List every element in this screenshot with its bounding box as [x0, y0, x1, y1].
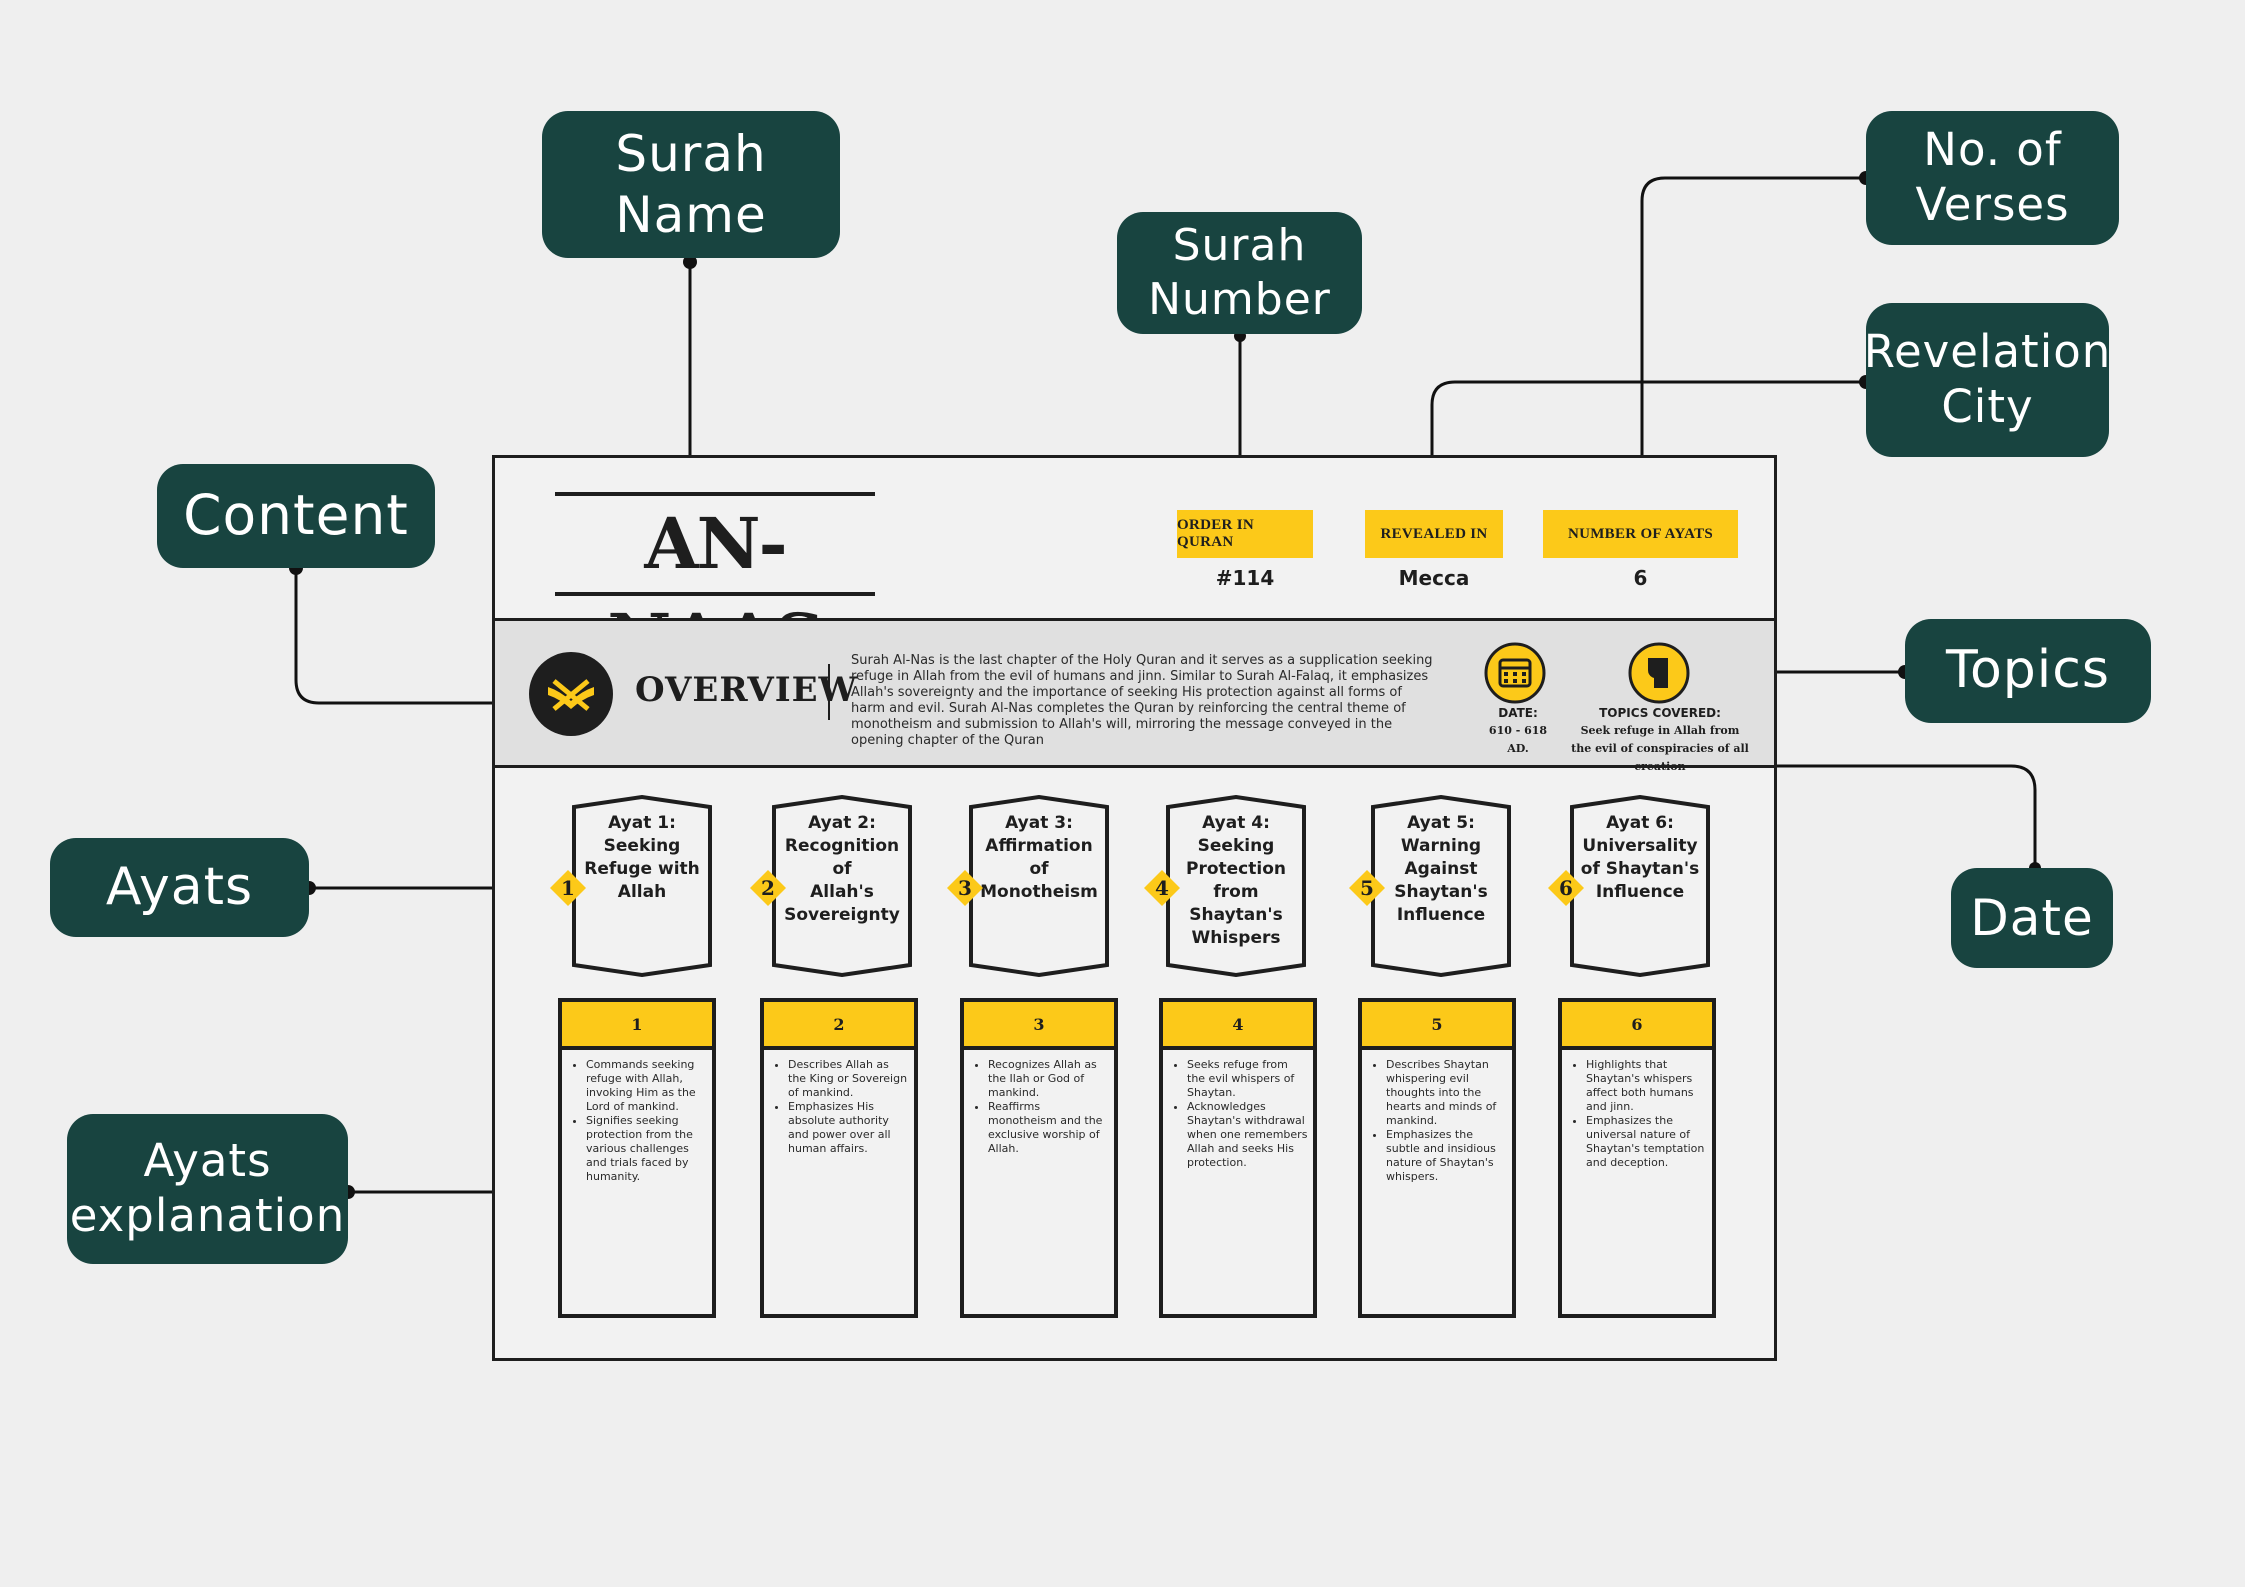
- ayat-explanation-box-3: 3Recognizes Allah as the Ilah or God of …: [960, 998, 1118, 1318]
- callout-no-of-verses: No. of Verses: [1866, 111, 2119, 245]
- topics-value: Seek refuge in Allah from the evil of co…: [1571, 724, 1749, 773]
- callout-revelation-city: Revelation City: [1864, 303, 2110, 457]
- revealed-tag: REVEALED IN: [1365, 510, 1503, 558]
- ayat-explanation-box-6: 6Highlights that Shaytan's whispers affe…: [1558, 998, 1716, 1318]
- ayat-number-badge: [1349, 870, 1385, 906]
- ayat-explanation-box-4: 4Seeks refuge from the evil whispers of …: [1159, 998, 1317, 1318]
- ayat-explanation-number: 1: [562, 1002, 712, 1050]
- ayat-shield-5: [1371, 795, 1511, 977]
- ayat-title: Ayat 1: Seeking Refuge with Allah: [584, 813, 700, 902]
- ayat-number-badge: [1144, 870, 1180, 906]
- topics-info: TOPICS COVERED: Seek refuge in Allah fro…: [1570, 704, 1750, 776]
- ayat-title: Ayat 3: Affirmation of Monotheism: [980, 813, 1098, 902]
- ayat-explanation-point: Emphasizes His absolute authority and po…: [788, 1100, 910, 1156]
- ayat-shield-2: [772, 795, 912, 977]
- overview-title: OVERVIEW: [635, 670, 858, 710]
- ayat-explanation-point: Commands seeking refuge with Allah, invo…: [586, 1058, 708, 1114]
- ayats-count-tag: NUMBER OF AYATS: [1543, 510, 1738, 558]
- ayat-title: Ayat 5: Warning Against Shaytan's Influe…: [1394, 813, 1488, 925]
- order-tag: ORDER IN QURAN: [1177, 510, 1313, 558]
- ayat-explanation-box-2: 2Describes Allah as the King or Sovereig…: [760, 998, 918, 1318]
- ayat-explanation-list: Describes Shaytan whispering evil though…: [1376, 1058, 1508, 1184]
- overview-text: Surah Al-Nas is the last chapter of the …: [851, 653, 1433, 748]
- ayat-number: 2: [761, 876, 775, 900]
- order-value: #114: [1215, 566, 1275, 590]
- ayat-explanation-number: 2: [764, 1002, 914, 1050]
- ayat-explanation-list: Highlights that Shaytan's whispers affec…: [1576, 1058, 1708, 1170]
- ayat-number: 1: [561, 876, 575, 900]
- ayat-shield-6: [1570, 795, 1710, 977]
- ayat-explanation-point: Describes Shaytan whispering evil though…: [1386, 1058, 1508, 1128]
- ayat-explanation-number: 6: [1562, 1002, 1712, 1050]
- ayat-explanation-point: Describes Allah as the King or Sovereign…: [788, 1058, 910, 1100]
- ayat-explanation-point: Reaffirms monotheism and the exclusive w…: [988, 1100, 1110, 1156]
- ayat-number: 5: [1360, 876, 1374, 900]
- ayat-explanation-point: Acknowledges Shaytan's withdrawal when o…: [1187, 1100, 1309, 1170]
- date-value: 610 - 618 AD.: [1488, 724, 1548, 755]
- ayat-number-badge: [550, 870, 586, 906]
- ayat-explanation-list: Recognizes Allah as the Ilah or God of m…: [978, 1058, 1110, 1156]
- calendar-icon: [1484, 642, 1546, 704]
- ayat-number-badge: [947, 870, 983, 906]
- ayat-title: Ayat 4: Seeking Protection from Shaytan'…: [1186, 813, 1286, 948]
- callout-content: Content: [157, 464, 435, 568]
- date-label: DATE:: [1498, 706, 1538, 720]
- ayat-explanation-point: Emphasizes the universal nature of Shayt…: [1586, 1114, 1708, 1170]
- ayat-number: 4: [1155, 876, 1169, 900]
- ayat-number-badge: [1548, 870, 1584, 906]
- ayat-explanation-point: Seeks refuge from the evil whispers of S…: [1187, 1058, 1309, 1100]
- ayat-explanation-point: Highlights that Shaytan's whispers affec…: [1586, 1058, 1708, 1114]
- ayat-explanation-point: Recognizes Allah as the Ilah or God of m…: [988, 1058, 1110, 1100]
- surah-title: AN-NAAS: [555, 492, 875, 681]
- callout-ayats-explanation: Ayats explanation: [67, 1114, 348, 1264]
- callout-surah-name: Surah Name: [542, 111, 840, 258]
- date-info: DATE: 610 - 618 AD.: [1478, 704, 1558, 758]
- ayat-title: Ayat 6: Universality of Shaytan's Influe…: [1580, 813, 1700, 902]
- ayat-explanation-box-5: 5Describes Shaytan whispering evil thoug…: [1358, 998, 1516, 1318]
- ayat-shield-1: [572, 795, 712, 977]
- ayat-explanation-list: Describes Allah as the King or Sovereign…: [778, 1058, 910, 1156]
- overview-band: [495, 618, 1774, 768]
- ayat-number-badge: [750, 870, 786, 906]
- ayat-shield-3: [969, 795, 1109, 977]
- ayats-count-value: 6: [1633, 566, 1648, 590]
- ayat-explanation-number: 5: [1362, 1002, 1512, 1050]
- ayat-explanation-number: 4: [1163, 1002, 1313, 1050]
- callout-ayats: Ayats: [50, 838, 309, 937]
- ayat-explanation-number: 3: [964, 1002, 1114, 1050]
- ayat-explanation-point: Signifies seeking protection from the va…: [586, 1114, 708, 1184]
- scroll-icon: [1628, 642, 1690, 704]
- overview-divider: [828, 664, 830, 720]
- callout-date: Date: [1951, 868, 2113, 968]
- ayat-title: Ayat 2: Recognition of Allah's Sovereign…: [784, 813, 900, 925]
- ayat-number: 3: [958, 876, 972, 900]
- ayat-number: 6: [1559, 876, 1573, 900]
- callout-surah-number: Surah Number: [1117, 212, 1362, 334]
- ayat-explanation-list: Seeks refuge from the evil whispers of S…: [1177, 1058, 1309, 1170]
- ayat-explanation-list: Commands seeking refuge with Allah, invo…: [576, 1058, 708, 1184]
- ayat-shield-4: [1166, 795, 1306, 977]
- revealed-value: Mecca: [1398, 566, 1470, 590]
- callout-topics: Topics: [1905, 619, 2151, 723]
- quran-icon: [529, 652, 613, 736]
- ayat-explanation-box-1: 1Commands seeking refuge with Allah, inv…: [558, 998, 716, 1318]
- topics-label: TOPICS COVERED:: [1599, 706, 1721, 720]
- ayat-explanation-point: Emphasizes the subtle and insidious natu…: [1386, 1128, 1508, 1184]
